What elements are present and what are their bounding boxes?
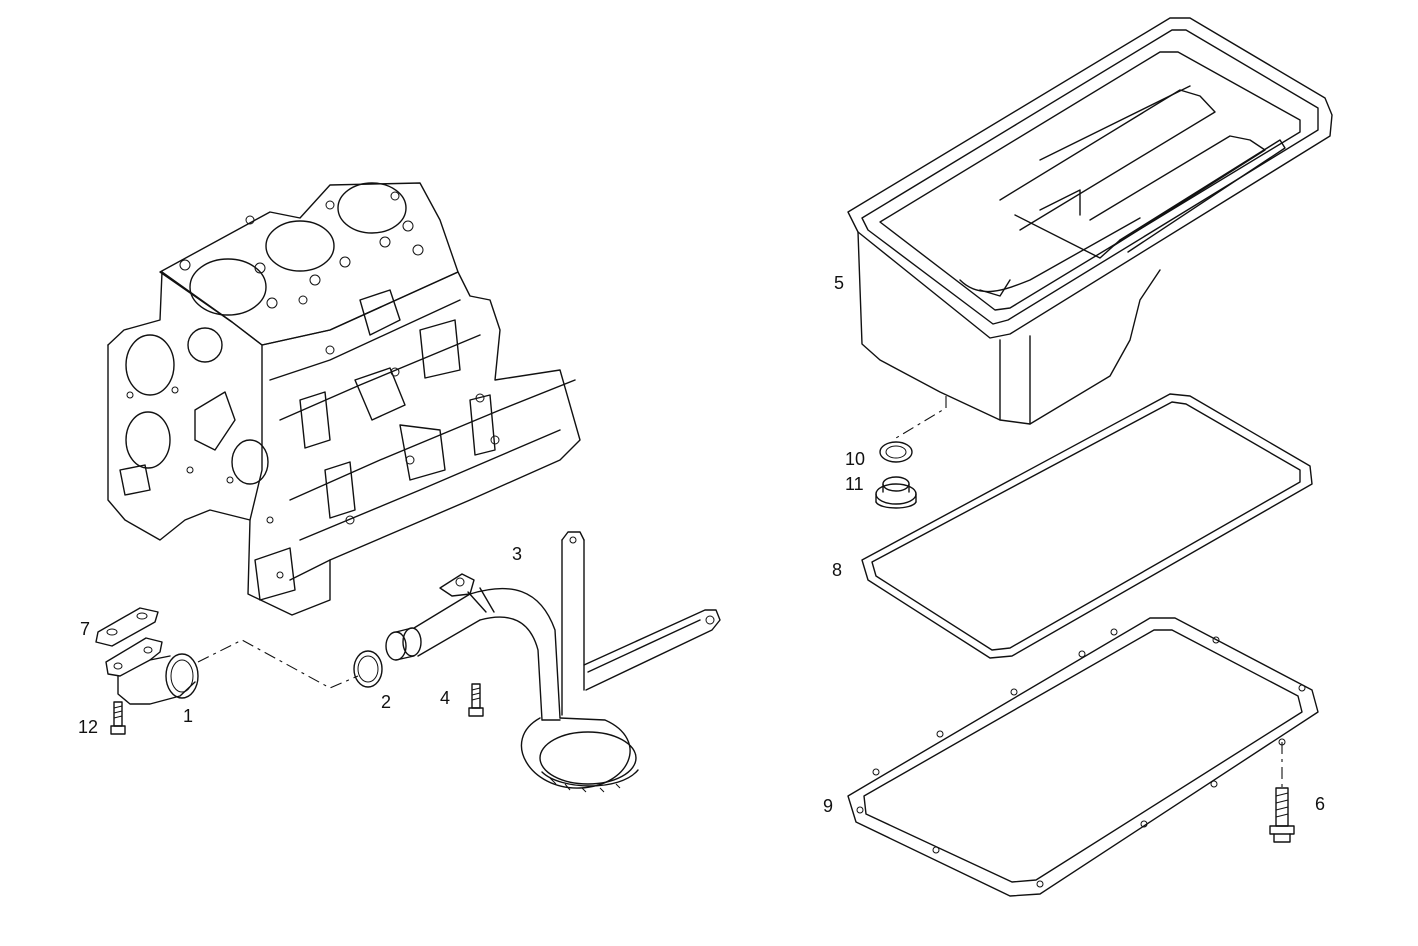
part-2-o-ring [353, 650, 383, 688]
part-4-bolt [468, 683, 484, 717]
part-1-suction-elbow [105, 637, 199, 705]
callout-12: 12 [78, 717, 98, 737]
callout-5: 5 [834, 273, 844, 293]
callout-8: 8 [832, 560, 842, 580]
part-11-drain-plug [875, 476, 917, 509]
callout-1: 1 [183, 706, 193, 726]
leader-1-to-2 [197, 639, 359, 689]
part-3-oil-pickup [385, 531, 721, 793]
part-5-oil-sump [847, 17, 1333, 425]
callout-6: 6 [1315, 794, 1325, 814]
part-6-flange-bolt [1269, 787, 1295, 843]
callout-2: 2 [381, 692, 391, 712]
part-12-bolt [110, 701, 126, 735]
callout-3: 3 [512, 544, 522, 564]
part-8-gasket [861, 393, 1313, 659]
leader-5-to-10 [895, 396, 947, 439]
callout-10: 10 [845, 449, 865, 469]
part-10-washer [879, 441, 913, 463]
engine-block [107, 182, 581, 616]
callout-4: 4 [440, 688, 450, 708]
callout-11: 11 [845, 474, 864, 494]
part-7-gasket [95, 607, 159, 647]
callout-9: 9 [823, 796, 833, 816]
part-9-frame [847, 617, 1319, 897]
callout-7: 7 [80, 619, 90, 639]
